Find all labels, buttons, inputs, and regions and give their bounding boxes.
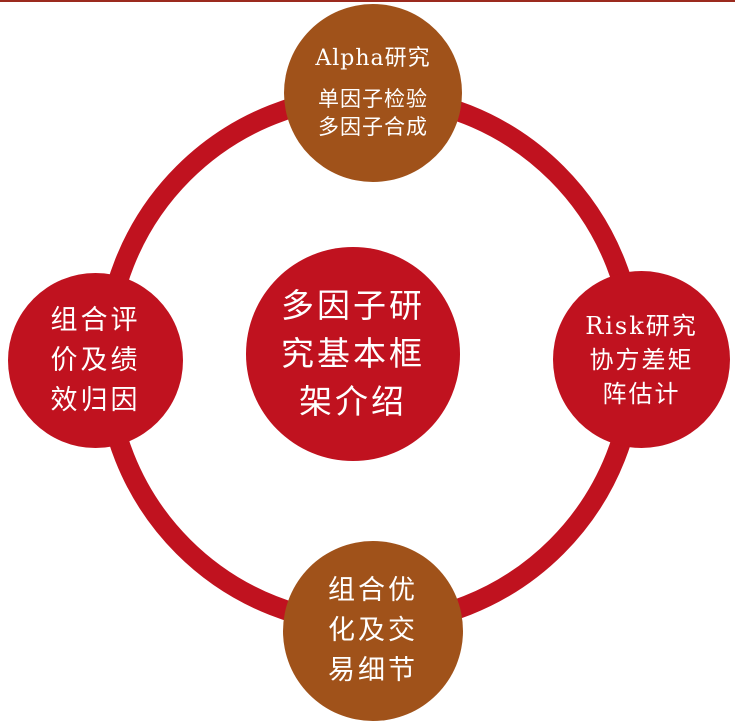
optimization-node-line-2: 化及交 — [328, 615, 418, 646]
alpha-research-node: Alpha研究 单因子检验 多因子合成 — [284, 4, 462, 182]
alpha-node-line-2: 多因子合成 — [318, 115, 428, 139]
portfolio-optimization-node: 组合优 化及交 易细节 — [283, 541, 463, 721]
optimization-node-line-1: 组合优 — [328, 575, 418, 606]
top-rule — [0, 0, 735, 2]
evaluation-node-line-2: 价及绩 — [50, 344, 141, 376]
portfolio-evaluation-node: 组合评 价及绩 效归因 — [8, 273, 183, 448]
risk-node-line-3: 阵估计 — [602, 379, 681, 408]
risk-research-node: Risk研究 协方差矩 阵估计 — [553, 271, 730, 448]
center-line-2: 究基本框 — [281, 334, 425, 373]
alpha-node-title: Alpha研究 — [315, 46, 431, 71]
evaluation-node-line-3: 效归因 — [50, 384, 141, 416]
evaluation-node-line-1: 组合评 — [50, 304, 141, 336]
risk-node-line-2: 协方差矩 — [589, 345, 694, 374]
center-node: 多因子研 究基本框 架介绍 — [246, 247, 460, 461]
optimization-node-line-3: 易细节 — [328, 655, 418, 686]
risk-node-line-1: Risk研究 — [585, 311, 698, 340]
center-line-1: 多因子研 — [281, 286, 425, 325]
center-line-3: 架介绍 — [299, 382, 407, 421]
alpha-node-line-1: 单因子检验 — [318, 87, 428, 111]
